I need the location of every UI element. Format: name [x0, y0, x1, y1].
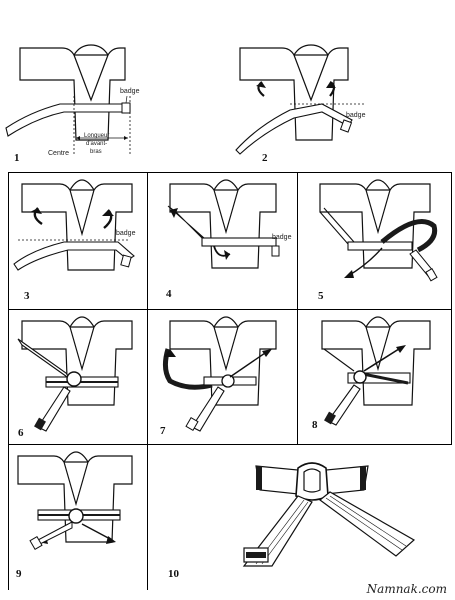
- step-4-panel: 4 badge: [148, 172, 297, 309]
- grid-line-right: [451, 172, 452, 444]
- step-8-illustration: [321, 316, 431, 426]
- step-5-number: 5: [318, 290, 324, 302]
- grid-line-left: [8, 172, 9, 590]
- grid-line-v2: [297, 172, 298, 444]
- grid-line-mid: [8, 309, 452, 310]
- step-2-illustration: [235, 44, 364, 155]
- grid-line-top: [8, 172, 452, 173]
- step-8-number: 8: [312, 419, 318, 431]
- badge-label-step-4: badge: [272, 234, 292, 241]
- step-7-panel: 7: [148, 309, 297, 444]
- longueur-label-line3: bras: [90, 149, 102, 155]
- step-6-illustration: [17, 316, 133, 432]
- watermark-text: Namnak.com: [366, 582, 447, 596]
- step-1-panel: 1 badge Centre Longueur d'avant- bras: [0, 0, 230, 172]
- step-7-illustration: [162, 316, 277, 432]
- step-8-panel: 8: [298, 309, 452, 444]
- longueur-label-line2: d'avant-: [86, 141, 108, 147]
- step-4-illustration: [167, 179, 280, 269]
- step-6-panel: 6: [8, 309, 147, 444]
- step-3-panel: 3 badge: [8, 172, 147, 309]
- step-2-number: 2: [262, 152, 268, 164]
- centre-label: Centre: [48, 150, 70, 157]
- step-7-number: 7: [160, 425, 166, 437]
- step-9-number: 9: [16, 568, 22, 580]
- step-6-number: 6: [18, 427, 24, 439]
- step-1-illustration: [5, 44, 131, 155]
- step-2-panel: 2 badge: [230, 0, 455, 172]
- badge-label-step-1: badge: [120, 88, 140, 95]
- step-3-illustration: [13, 179, 135, 271]
- step-10-panel: 10: [148, 444, 452, 590]
- step-9-illustration: [17, 451, 133, 551]
- grid-line-v1: [147, 172, 148, 590]
- step-4-number: 4: [166, 288, 172, 300]
- longueur-label-line1: Longueur: [84, 133, 110, 139]
- step-3-number: 3: [24, 290, 30, 302]
- step-10-number: 10: [168, 568, 179, 580]
- step-1-number: 1: [14, 152, 20, 164]
- step-9-panel: 9: [8, 444, 147, 590]
- step-5-illustration: [319, 179, 438, 282]
- step-10-illustration: [242, 462, 416, 567]
- grid-line-lower: [8, 444, 452, 445]
- step-5-panel: 5: [298, 172, 452, 309]
- badge-label-step-2: badge: [346, 112, 366, 119]
- badge-label-step-3: badge: [116, 230, 136, 237]
